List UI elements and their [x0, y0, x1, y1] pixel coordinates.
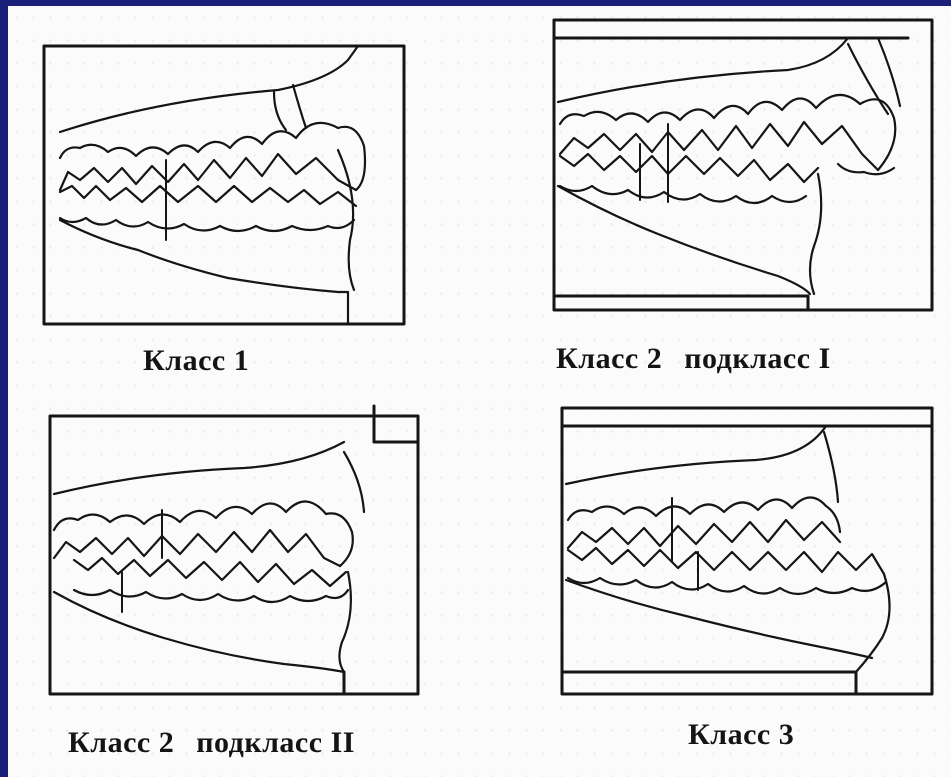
figure-class-1	[38, 40, 413, 330]
slide: Класс 1 Класс 2 подкласс I	[8, 6, 951, 777]
figure-class-2-subclass-2	[44, 402, 429, 702]
caption-subclass-label: подкласс I	[684, 342, 831, 375]
figure-class-2-subclass-1	[548, 14, 938, 314]
caption-class-label: Класс 2	[68, 726, 174, 759]
caption-class-3: Класс 3	[688, 718, 794, 752]
caption-class-label: Класс 3	[688, 718, 794, 751]
figure-class-3	[556, 402, 941, 702]
caption-class-1: Класс 1	[143, 344, 249, 378]
caption-class-2-subclass-1: Класс 2 подкласс I	[556, 342, 831, 376]
caption-class-label: Класс 1	[143, 344, 249, 377]
caption-subclass-label: подкласс II	[196, 726, 355, 759]
caption-class-label: Класс 2	[556, 342, 662, 375]
caption-class-2-subclass-2: Класс 2 подкласс II	[68, 726, 355, 760]
